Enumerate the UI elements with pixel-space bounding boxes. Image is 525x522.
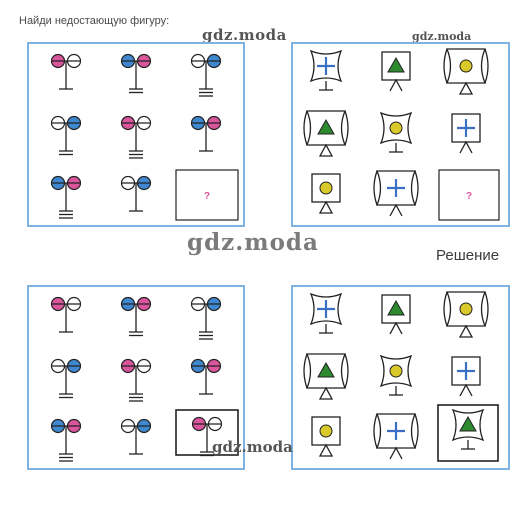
lollipop-figure — [50, 296, 82, 333]
lollipop-figure — [120, 358, 152, 402]
frame-figure — [379, 354, 413, 396]
answer-lollipop — [191, 416, 223, 457]
green-triangle-icon — [387, 299, 405, 316]
yellow-circle-icon — [389, 121, 403, 135]
frame-figure — [443, 291, 489, 338]
puzzle-left-panel: ? — [27, 42, 245, 227]
solution-right-grid — [303, 291, 499, 462]
frame-figure — [309, 49, 343, 91]
yellow-circle-icon — [319, 424, 333, 438]
frame-figure — [373, 170, 419, 217]
triangle-base — [458, 81, 474, 95]
frame-figure — [381, 294, 411, 335]
solution-label: Решение — [436, 247, 500, 264]
caret-base — [459, 140, 473, 154]
task-prompt: Найди недостающую фигуру: — [19, 15, 170, 27]
watermark-top-right: gdz.moda — [412, 30, 472, 43]
frame-figure — [311, 416, 341, 457]
lollipop-figure — [50, 418, 82, 462]
yellow-circle-icon — [319, 181, 333, 195]
frame-figure — [303, 353, 349, 400]
lollipop-figure — [190, 296, 222, 340]
puzzle-left-grid: ? — [50, 53, 239, 221]
missing-figure-box: ? — [175, 169, 239, 221]
lollipop-figure — [50, 358, 82, 399]
frame-figure — [443, 48, 489, 95]
frame-figure — [311, 173, 341, 214]
lollipop-figure — [120, 53, 152, 94]
lollipop-figure — [190, 115, 222, 152]
caret-base — [459, 383, 473, 397]
solution-right-panel — [291, 285, 510, 470]
triangle-base — [318, 386, 334, 400]
yellow-circle-icon — [459, 302, 473, 316]
frame-figure — [381, 51, 411, 92]
missing-mark: ? — [466, 191, 472, 202]
triangle-base — [318, 143, 334, 157]
solution-left-panel — [27, 285, 245, 470]
yellow-circle-icon — [459, 59, 473, 73]
frame-figure — [451, 356, 481, 397]
caret-base — [389, 78, 403, 92]
lollipop-figure — [190, 53, 222, 97]
missing-mark: ? — [204, 191, 210, 202]
puzzle-right-grid: ? — [303, 48, 500, 221]
watermark-middle: gdz.moda — [187, 229, 319, 256]
triangle-base — [318, 200, 334, 214]
frame-figure — [379, 111, 413, 153]
solution-left-grid — [50, 296, 239, 462]
lollipop-figure — [120, 418, 152, 455]
lollipop-figure — [190, 358, 222, 395]
lollipop-figure — [120, 175, 152, 212]
frame-figure — [309, 292, 343, 334]
triangle-base — [458, 324, 474, 338]
missing-figure-box: ? — [438, 169, 500, 221]
lollipop-figure — [50, 115, 82, 156]
lollipop-figure — [120, 296, 152, 337]
green-triangle-icon — [317, 118, 335, 135]
lollipop-figure — [50, 53, 82, 90]
watermark-bottom: gdz.moda — [212, 438, 293, 456]
watermark-top-left: gdz.moda — [202, 26, 287, 44]
caret-base — [389, 321, 403, 335]
frame-figure — [373, 413, 419, 460]
lollipop-figure — [120, 115, 152, 159]
green-triangle-icon — [387, 56, 405, 73]
frame-figure — [451, 113, 481, 154]
caret-base — [389, 446, 403, 460]
yellow-circle-icon — [389, 364, 403, 378]
green-triangle-icon — [459, 415, 477, 432]
lollipop-figure — [50, 175, 82, 219]
frame-figure — [303, 110, 349, 157]
caret-base — [389, 203, 403, 217]
green-triangle-icon — [317, 361, 335, 378]
triangle-base — [318, 443, 334, 457]
puzzle-right-panel: ? — [291, 42, 510, 227]
answer-frame-figure — [451, 408, 485, 450]
